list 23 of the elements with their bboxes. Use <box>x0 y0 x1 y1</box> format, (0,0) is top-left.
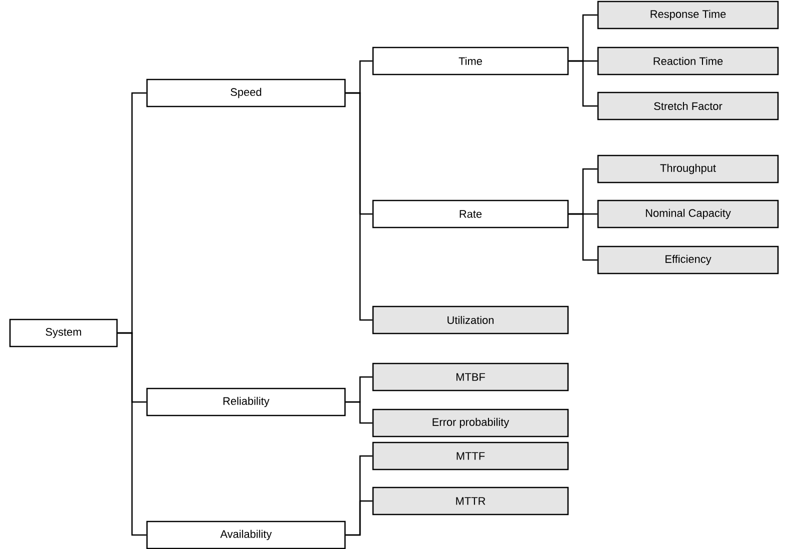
tree-box: MTBF <box>372 362 569 392</box>
connector <box>568 60 598 107</box>
tree-box: Rate <box>372 200 569 228</box>
tree-box: Reliability <box>146 388 346 416</box>
tree-box: Throughput <box>597 154 779 184</box>
tree-box: Stretch Factor <box>597 92 779 120</box>
connector <box>118 332 146 536</box>
tree-box: Nominal Capacity <box>597 200 779 228</box>
tree-box: Reaction Time <box>597 46 779 76</box>
tree-box: Response Time <box>597 0 779 30</box>
tree-box: Error probability <box>372 408 569 438</box>
tree-box: MTTR <box>372 486 569 516</box>
connector <box>346 401 372 424</box>
tree-box: Availability <box>146 520 346 549</box>
tree-box: Utilization <box>372 306 569 334</box>
tree-box: Efficiency <box>597 246 779 274</box>
tree-box: Speed <box>146 78 346 108</box>
tree-box: MTTF <box>372 442 569 470</box>
connector <box>346 92 372 321</box>
tree-box: System <box>9 318 118 348</box>
connector <box>346 500 372 536</box>
connector <box>568 213 598 261</box>
tree-box: Time <box>372 46 569 76</box>
